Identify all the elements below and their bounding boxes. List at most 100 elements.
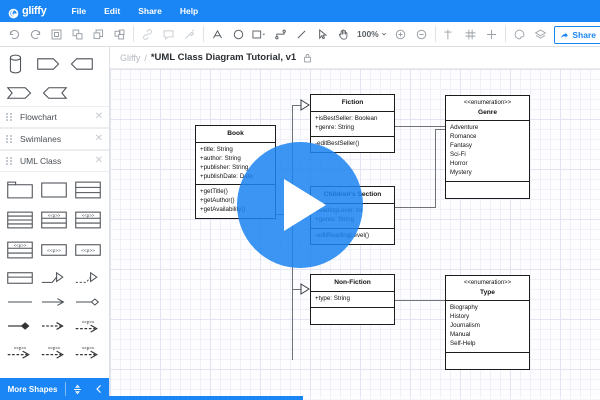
connector-dependency-stereotyped[interactable]: <<p>> [74,318,102,334]
document-title[interactable]: *UML Class Diagram Tutorial, v1 [150,52,297,63]
drag-handle-icon[interactable] [6,156,13,166]
shape-class-2-compartment[interactable] [6,270,34,286]
connector-aggregation[interactable] [74,296,102,308]
shape-cylinder[interactable] [6,53,30,75]
menu-item-edit[interactable]: Edit [104,6,121,16]
group-icon[interactable] [109,24,130,45]
connector-stereotyped-b[interactable]: <<p>> [40,344,68,360]
undo-icon[interactable] [4,24,25,45]
shape-class-3-compartment[interactable] [74,180,102,200]
play-button-icon[interactable] [237,142,363,268]
video-progress-bar[interactable] [0,396,600,400]
theme-icon[interactable] [509,24,530,45]
menu-item-help[interactable]: Help [179,6,199,16]
shape-arrow-right[interactable] [36,56,62,72]
close-icon[interactable]: ✕ [94,111,103,122]
brand-logo[interactable]: gliffy [0,5,47,18]
uml-attribute: +genre: String [315,123,355,131]
line-tool-icon[interactable] [291,24,312,45]
uml-method: -editBestSeller() [315,139,360,147]
layers-icon[interactable] [530,24,551,45]
shape-class-stereotype-c[interactable]: <<p>> [6,240,34,260]
rectangle-tool-icon[interactable] [249,24,270,45]
breadcrumb-root[interactable]: Gliffy [120,52,141,63]
more-shapes-button[interactable]: More Shapes [7,384,58,394]
shape-interface-b[interactable]: <<p>> [74,242,102,258]
expand-collapse-icon[interactable] [66,384,88,395]
uml-class-title: Book [196,126,275,143]
uml-attribute: +author: String [200,154,241,162]
sidebar-section-swimlanes[interactable]: Swimlanes ✕ [0,128,109,150]
uml-class-fiction[interactable]: Fiction +isBestSeller: Boolean +genre: S… [310,94,395,153]
show-grid-icon[interactable] [460,24,481,45]
toolbar-group-history [4,22,130,47]
connector-tool-icon[interactable] [270,24,291,45]
shape-chevron-right[interactable] [6,85,34,101]
shape-class-stereotype-b[interactable]: <<p>> [74,210,102,230]
zoom-level-dropdown[interactable]: 100% [354,29,390,39]
zoom-out-icon[interactable] [411,24,432,45]
text-tool-icon[interactable] [207,24,228,45]
toolbar-group-view [439,22,502,47]
connector-association[interactable] [40,296,68,308]
comment-icon[interactable] [158,24,179,45]
fit-to-screen-icon[interactable] [46,24,67,45]
connector-stereotyped-c[interactable]: <<p>> [74,344,102,360]
shape-interface-a[interactable]: <<p>> [40,242,68,258]
uml-enum-value: Sci-Fi [450,151,466,159]
menu-item-share[interactable]: Share [138,6,162,16]
connector-composition[interactable] [6,320,34,332]
menu-item-file[interactable]: File [71,6,87,16]
pan-tool-icon[interactable] [333,24,354,45]
shape-class-4-compartment[interactable] [6,210,34,230]
uml-class-title: Non-Fiction [311,275,394,292]
connector-generalization[interactable] [40,270,68,286]
toolbar-divider [133,26,134,42]
select-tool-icon[interactable] [312,24,333,45]
svg-text:<<p>>: <<p>> [47,248,61,254]
drag-handle-icon[interactable] [6,134,13,144]
share-button[interactable]: Share [554,26,600,44]
shape-chevron-left[interactable] [40,85,68,101]
link-icon[interactable] [137,24,158,45]
uml-class-title: Fiction [311,95,394,112]
uml-methods [446,353,529,369]
gliffy-logo-icon [8,6,19,18]
connector-line[interactable] [6,296,34,308]
redo-icon[interactable] [25,24,46,45]
shape-package[interactable] [6,180,34,200]
snap-to-grid-icon[interactable] [481,24,502,45]
close-icon[interactable]: ✕ [94,133,103,144]
drag-handle-icon[interactable] [6,112,13,122]
connector-dependency[interactable] [40,320,68,332]
toolbar-divider [504,26,506,42]
shape-simple-class[interactable] [40,180,68,200]
shape-arrow-left[interactable] [68,56,94,72]
bring-to-front-icon[interactable] [67,24,88,45]
shape-class-stereotype-a[interactable]: <<p>> [40,210,68,230]
close-icon[interactable]: ✕ [94,155,103,166]
toolbar-divider [434,26,436,42]
connector-segment [292,105,306,106]
format-painter-icon[interactable] [179,24,200,45]
lock-icon[interactable] [303,53,312,63]
zoom-in-icon[interactable] [390,24,411,45]
uml-class-non-fiction[interactable]: Non-Fiction +type: String [310,274,395,325]
ellipse-tool-icon[interactable] [228,24,249,45]
chevron-left-icon[interactable] [88,384,109,394]
uml-enum-genre[interactable]: <<enumeration>> Genre Adventure Romance … [445,95,530,200]
show-guides-icon[interactable] [439,24,460,45]
sidebar-section-flowchart[interactable]: Flowchart ✕ [0,106,109,128]
uml-methods: -editBestSeller() [311,137,394,152]
sidebar-section-label: Flowchart [20,112,57,122]
connector-realization[interactable] [74,270,102,286]
uml-enum-type[interactable]: <<enumeration>> Type Biography History J… [445,275,530,371]
connector-segment [435,129,436,208]
sidebar-section-uml-class[interactable]: UML Class ✕ [0,150,109,172]
send-to-back-icon[interactable] [88,24,109,45]
uml-enum-values: Biography History Journalism Manual Self… [446,301,529,354]
svg-text:<<p>>: <<p>> [14,243,27,248]
connector-stereotyped-a[interactable]: <<p>> [6,344,34,360]
connector-segment [395,207,435,208]
svg-text:<<p>>: <<p>> [14,345,27,350]
